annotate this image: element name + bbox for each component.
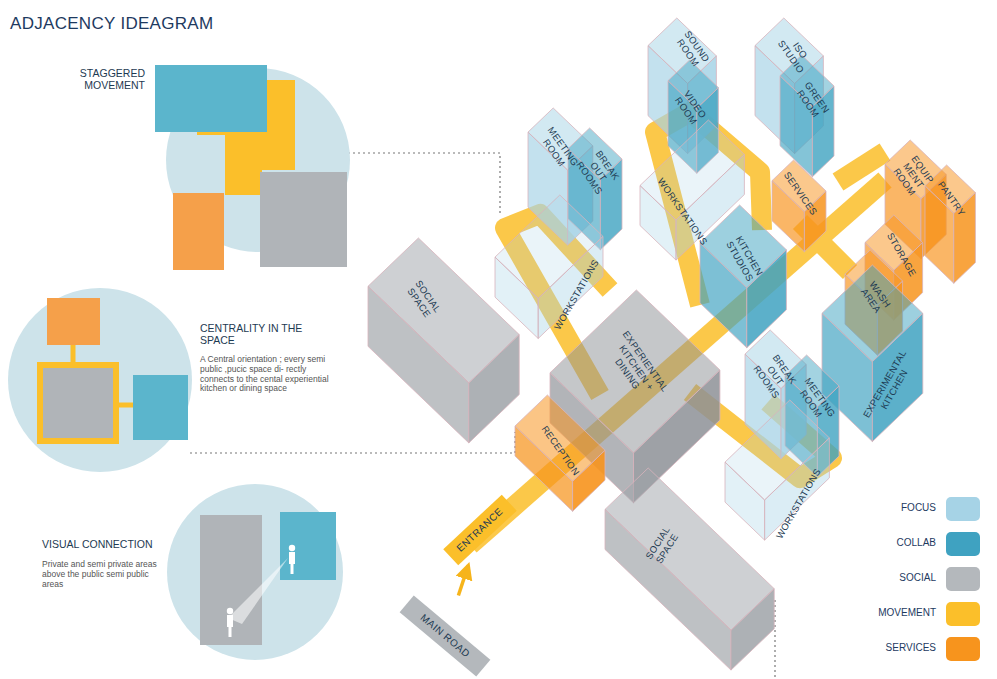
diagram-title: ADJACENCY IDEAGRAM: [10, 14, 213, 34]
space-block: WORKSTATIONS: [725, 400, 829, 540]
legend-label: SOCIAL: [872, 572, 936, 584]
concept-heading: STAGGERED MOVEMENT: [70, 67, 145, 91]
arrival-arrow: [458, 565, 468, 595]
legend-row: COLLAB: [872, 532, 990, 556]
space-block: SERVICES: [772, 160, 826, 252]
legend-swatch: [946, 602, 980, 626]
concept-note: Private and semi private areas above the…: [42, 560, 167, 589]
concept-heading: CENTRALITY IN THE SPACE: [200, 322, 330, 346]
space-block: KITCHEN STUDIOS: [700, 205, 786, 348]
concept-circle: STAGGERED MOVEMENT: [70, 55, 360, 280]
movement-corridors: [470, 112, 885, 545]
space-block: SOCIAL SPACE: [605, 468, 774, 670]
band-label: MAIN ROAD: [418, 612, 472, 660]
concept-heading: VISUAL CONNECTION: [42, 538, 182, 550]
legend-label: MOVEMENT: [872, 607, 936, 619]
road-band: MAIN ROAD: [400, 595, 491, 676]
legend-label: FOCUS: [872, 502, 936, 514]
legend-swatch: [946, 637, 980, 661]
legend-row: FOCUS: [872, 497, 990, 521]
iso-block: [605, 468, 774, 670]
legend-row: MOVEMENT: [872, 602, 990, 626]
iso-block: [780, 55, 834, 177]
space-block: GREEN ROOM: [780, 55, 834, 177]
legend-label: COLLAB: [872, 537, 936, 549]
legend-swatch: [946, 567, 980, 591]
legend-row: SOCIAL: [872, 567, 990, 591]
space-block: WORKSTATIONS: [495, 195, 603, 339]
movement-band: ENTRANCE: [443, 495, 517, 566]
legend-swatch: [946, 497, 980, 521]
legend-swatch: [946, 532, 980, 556]
iso-block: [772, 160, 826, 252]
concept-note: A Central orientation ; every semi publi…: [200, 355, 340, 394]
legend-label: SERVICES: [872, 642, 936, 654]
space-block: RECEPTION: [515, 395, 605, 511]
concept-circle: CENTRALITY IN THE SPACE A Central orienta…: [8, 285, 343, 480]
concept-circle: VISUAL CONNECTION Private and semi privat…: [30, 478, 350, 673]
legend-row: SERVICES: [872, 637, 990, 661]
